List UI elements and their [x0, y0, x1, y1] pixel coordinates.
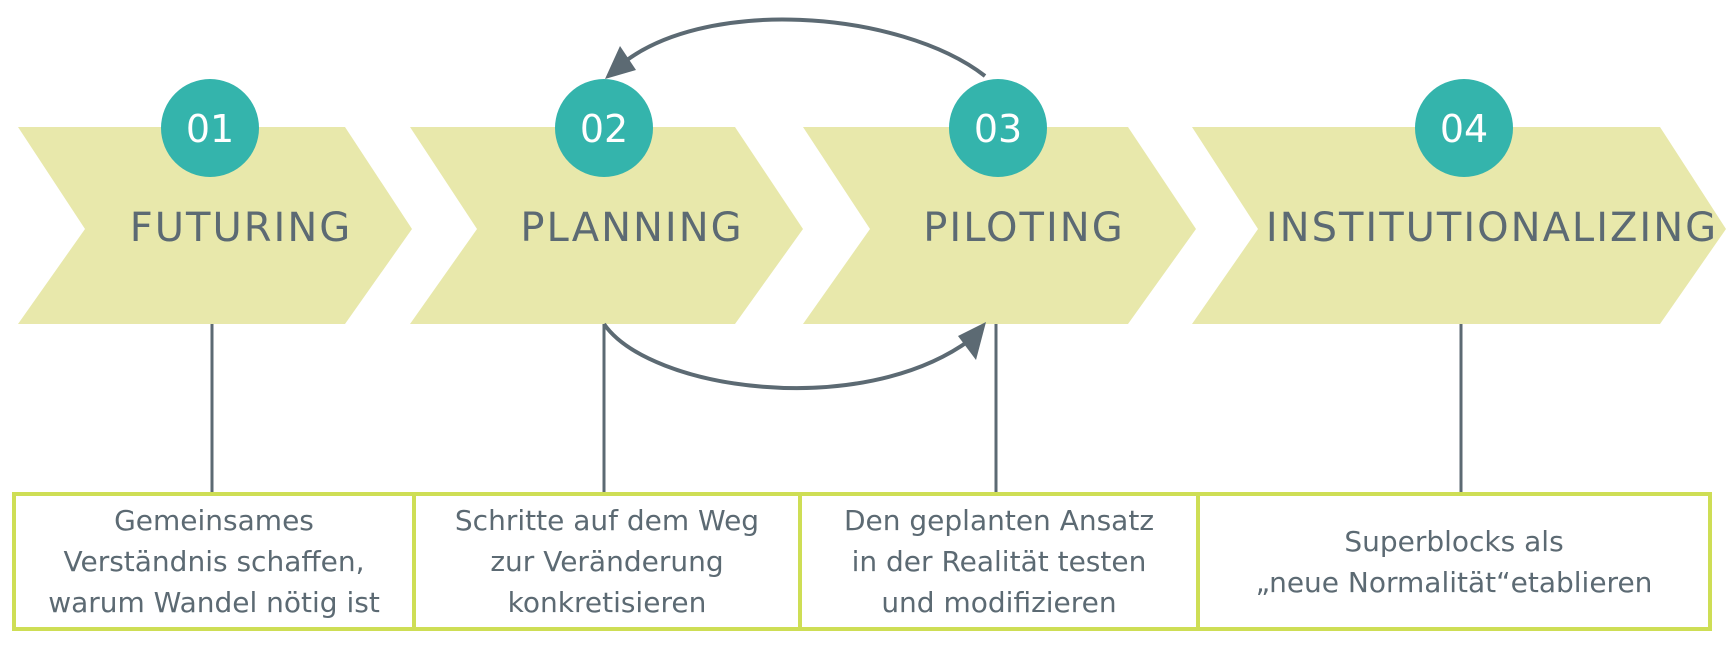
- stage-title-03: PILOTING: [923, 205, 1124, 251]
- stage-title-04: INSTITUTIONALIZING: [1266, 205, 1718, 251]
- step-number-01: 01: [186, 107, 234, 151]
- description-box-02: Schritte auf dem Weg zur Veränderung kon…: [416, 496, 798, 627]
- description-line: konkretisieren: [507, 586, 707, 619]
- description-line: in der Realität testen: [851, 545, 1147, 578]
- chevron-stage-01: [18, 127, 412, 324]
- arrow-head-icon: [958, 322, 986, 360]
- description-line: Schritte auf dem Weg: [454, 504, 760, 537]
- step-circle-04: [1415, 79, 1513, 177]
- description-box-03: Den geplanten Ansatz in der Realität tes…: [802, 496, 1196, 627]
- description-line: „neue Normalität“etablieren: [1255, 565, 1653, 599]
- description-box-01: Gemeinsames Verständnis schaffen, warum …: [16, 496, 412, 627]
- description-box-04: Superblocks als „neue Normalität“etablie…: [1200, 496, 1708, 627]
- description-box-frame: [12, 492, 1712, 631]
- description-line: und modifizieren: [881, 586, 1117, 619]
- description-line: Gemeinsames: [114, 504, 314, 537]
- step-number-04: 04: [1440, 107, 1488, 151]
- step-number-02: 02: [580, 107, 628, 151]
- chevron-stage-03: [803, 127, 1196, 324]
- step-circle-03: [949, 79, 1047, 177]
- description-line: warum Wandel nötig ist: [48, 586, 380, 619]
- stage-title-01: FUTURING: [130, 205, 353, 251]
- description-line: zur Veränderung: [490, 545, 724, 578]
- feedback-arc-top: [615, 17, 987, 78]
- step-number-03: 03: [974, 107, 1022, 151]
- step-circle-01: [161, 79, 259, 177]
- step-circle-02: [555, 79, 653, 177]
- arrow-head-icon: [605, 46, 636, 79]
- feedback-arc-bottom: [602, 322, 972, 391]
- chevron-stage-02: [410, 127, 803, 324]
- chevron-stage-04: [1192, 127, 1726, 324]
- description-line: Verständnis schaffen,: [63, 545, 365, 578]
- stage-title-02: PLANNING: [520, 205, 743, 251]
- description-line: Den geplanten Ansatz: [843, 504, 1155, 537]
- description-line: Superblocks als: [1344, 524, 1564, 558]
